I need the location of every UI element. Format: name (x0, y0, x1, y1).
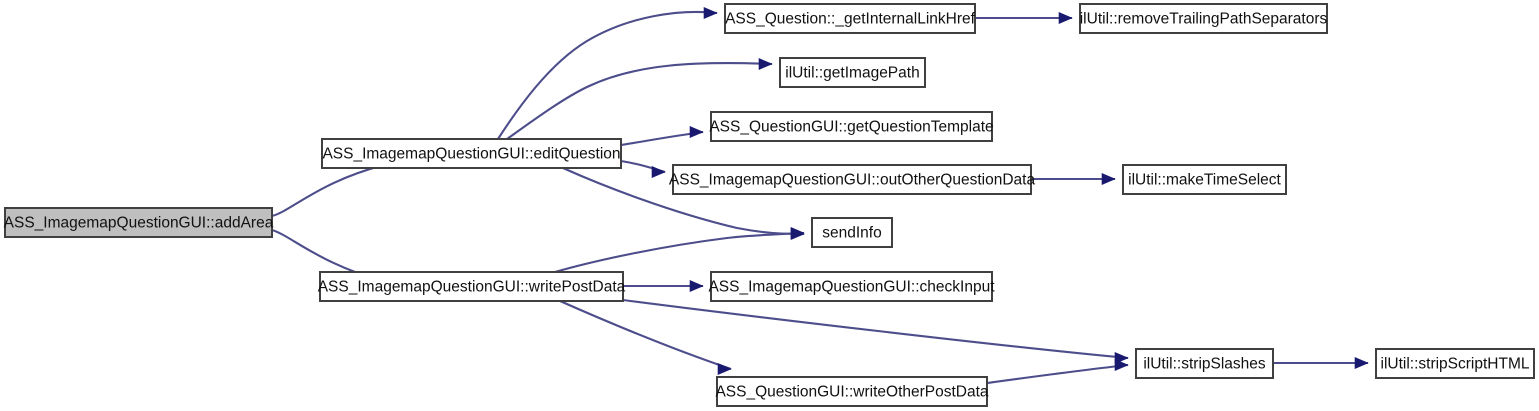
node-label: ilUtil::stripSlashes (1143, 356, 1266, 373)
node-label: ASS_ImagemapQuestionGUI::writePostData (318, 279, 626, 296)
edges-layer (271, 7, 1369, 385)
arrowhead-icon (689, 126, 704, 138)
edge-line (506, 61, 773, 140)
edge-line (622, 298, 1129, 360)
node-box[interactable] (724, 3, 976, 34)
node-stripSlashes[interactable]: ilUtil::stripSlashes (1135, 348, 1274, 379)
node-label: ASS_Question::_getInternalLinkHref (725, 11, 976, 28)
edge-line (497, 10, 718, 140)
edge-writePostData-to-checkInput (622, 280, 704, 292)
node-makeTimeSelect[interactable]: ilUtil::makeTimeSelect (1122, 164, 1287, 195)
edge-line (559, 300, 732, 370)
node-label: ASS_ImagemapQuestionGUI::checkInput (708, 279, 995, 296)
node-label: ASS_QuestionGUI::writeOtherPostData (715, 384, 988, 401)
node-box[interactable] (321, 138, 622, 169)
node-getQuestionTemplate[interactable]: ASS_QuestionGUI::getQuestionTemplate (709, 111, 994, 142)
node-label: ASS_ImagemapQuestionGUI::editQuestion (322, 146, 620, 163)
node-sendInfo[interactable]: sendInfo (811, 217, 893, 248)
edge-line (986, 363, 1129, 385)
edge-line (271, 161, 393, 218)
node-removeTrailingPathSeparators[interactable]: ilUtil::removeTrailingPathSeparators (1079, 3, 1328, 34)
edge-stripSlashes-to-stripScriptHTML (1272, 357, 1369, 369)
node-box[interactable] (672, 164, 1032, 195)
node-box[interactable] (1135, 348, 1274, 379)
edge-writePostData-to-stripSlashes (622, 298, 1129, 364)
edge-getInternalLinkHref-to-removeTrailingPathSeparators (975, 12, 1073, 24)
node-box[interactable] (1079, 3, 1328, 34)
arrowhead-icon (717, 363, 732, 375)
arrowhead-icon (703, 7, 718, 19)
node-writePostData[interactable]: ASS_ImagemapQuestionGUI::writePostData (318, 271, 626, 302)
node-outOtherQuestionData[interactable]: ASS_ImagemapQuestionGUI::outOtherQuestio… (669, 164, 1036, 195)
edge-editQuestion-to-getQuestionTemplate (620, 126, 704, 147)
edge-editQuestion-to-getImagePath (506, 58, 773, 140)
node-label: ilUtil::getImagePath (785, 65, 919, 82)
node-label: ilUtil::makeTimeSelect (1128, 172, 1281, 189)
node-label: ASS_ImagemapQuestionGUI::addArea (4, 215, 274, 232)
node-label: ilUtil::removeTrailingPathSeparators (1080, 11, 1328, 28)
node-box[interactable] (710, 111, 993, 142)
arrowhead-icon (1354, 357, 1369, 369)
node-label: ASS_QuestionGUI::getQuestionTemplate (709, 119, 993, 136)
node-label: sendInfo (822, 225, 881, 242)
arrowhead-icon (1101, 173, 1116, 185)
node-writeOtherPostData[interactable]: ASS_QuestionGUI::writeOtherPostData (715, 376, 989, 407)
arrowhead-icon (651, 166, 666, 178)
node-label: ASS_ImagemapQuestionGUI::outOtherQuestio… (669, 172, 1036, 189)
edge-writeOtherPostData-to-stripSlashes (986, 359, 1129, 385)
arrowhead-icon (1114, 359, 1129, 371)
edge-line (554, 231, 805, 274)
edge-writePostData-to-sendInfo (554, 227, 805, 274)
edge-editQuestion-to-outOtherQuestionData (620, 159, 666, 178)
node-box[interactable] (811, 217, 893, 248)
arrowhead-icon (758, 58, 773, 70)
node-box[interactable] (710, 271, 993, 302)
node-box[interactable] (319, 271, 624, 302)
arrowhead-icon (1058, 12, 1073, 24)
arrowhead-icon (790, 227, 805, 239)
node-getImagePath[interactable]: ilUtil::getImagePath (779, 57, 926, 88)
node-stripScriptHTML[interactable]: ilUtil::stripScriptHTML (1375, 348, 1535, 379)
node-addArea[interactable]: ASS_ImagemapQuestionGUI::addArea (4, 207, 274, 238)
node-editQuestion[interactable]: ASS_ImagemapQuestionGUI::editQuestion (321, 138, 622, 169)
node-checkInput[interactable]: ASS_ImagemapQuestionGUI::checkInput (708, 271, 995, 302)
node-box[interactable] (4, 207, 273, 238)
node-box[interactable] (1122, 164, 1287, 195)
edge-outOtherQuestionData-to-makeTimeSelect (1031, 173, 1116, 185)
nodes-layer: ASS_ImagemapQuestionGUI::addAreaASS_Imag… (4, 3, 1535, 407)
node-box[interactable] (716, 376, 988, 407)
node-box[interactable] (779, 57, 926, 88)
edge-editQuestion-to-getInternalLinkHref (497, 7, 718, 140)
node-box[interactable] (1375, 348, 1535, 379)
arrowhead-icon (689, 280, 704, 292)
edge-writePostData-to-writeOtherPostData (559, 300, 732, 375)
node-getInternalLinkHref[interactable]: ASS_Question::_getInternalLinkHref (724, 3, 976, 34)
node-label: ilUtil::stripScriptHTML (1381, 356, 1530, 373)
